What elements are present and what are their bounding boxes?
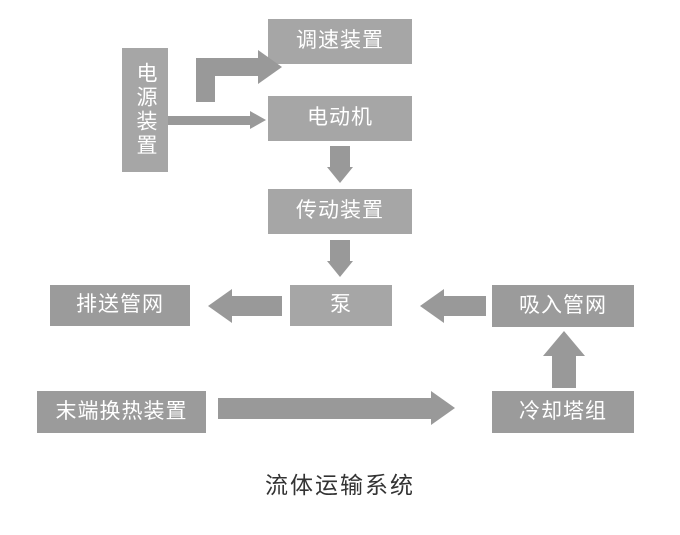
- node-suction-pipe-network-label: 吸入管网: [519, 293, 607, 317]
- node-power-supply[interactable]: 电源装置: [122, 48, 168, 172]
- up-arrow-shaft: [552, 355, 576, 388]
- node-electric-motor-label: 电动机: [307, 106, 373, 130]
- node-electric-motor[interactable]: 电动机: [268, 96, 412, 141]
- motor-arrow-shaft: [168, 116, 252, 125]
- elbow-corner: [196, 58, 215, 77]
- node-cooling-tower-group[interactable]: 冷却塔组: [492, 391, 634, 433]
- left-arrow-shaft-2: [444, 296, 486, 316]
- left-arrow-head-icon-2: [420, 289, 444, 323]
- node-cooling-tower-group-label: 冷却塔组: [519, 399, 607, 423]
- down-arrow-head-icon: [327, 167, 353, 183]
- left-arrow-head-icon: [208, 289, 232, 323]
- node-discharge-pipe-network-label: 排送管网: [76, 293, 164, 317]
- node-terminal-heat-exchanger[interactable]: 末端换热装置: [37, 391, 206, 433]
- up-arrow-head-icon: [543, 331, 585, 356]
- motor-arrow-head-icon: [250, 111, 266, 129]
- node-terminal-heat-exchanger-label: 末端换热装置: [55, 399, 188, 423]
- node-discharge-pipe-network[interactable]: 排送管网: [50, 285, 190, 326]
- diagram-caption: 流体运输系统: [265, 473, 415, 498]
- left-arrow-shaft: [232, 296, 282, 316]
- long-arrow-head-icon: [431, 391, 455, 425]
- node-speed-regulator-label: 调速装置: [296, 29, 384, 53]
- down-arrow-head-icon-2: [327, 261, 353, 277]
- long-arrow-shaft: [218, 398, 433, 419]
- node-transmission[interactable]: 传动装置: [268, 189, 412, 234]
- down-arrow-shaft: [330, 146, 350, 168]
- elbow-arrow-head-icon: [258, 50, 282, 84]
- node-power-supply-label: 电源装置: [134, 62, 158, 158]
- node-pump[interactable]: 泵: [290, 285, 392, 326]
- node-transmission-label: 传动装置: [296, 199, 384, 223]
- node-pump-label: 泵: [330, 293, 352, 317]
- node-speed-regulator[interactable]: 调速装置: [268, 19, 412, 64]
- node-suction-pipe-network[interactable]: 吸入管网: [492, 285, 634, 327]
- down-arrow-shaft-2: [330, 240, 350, 262]
